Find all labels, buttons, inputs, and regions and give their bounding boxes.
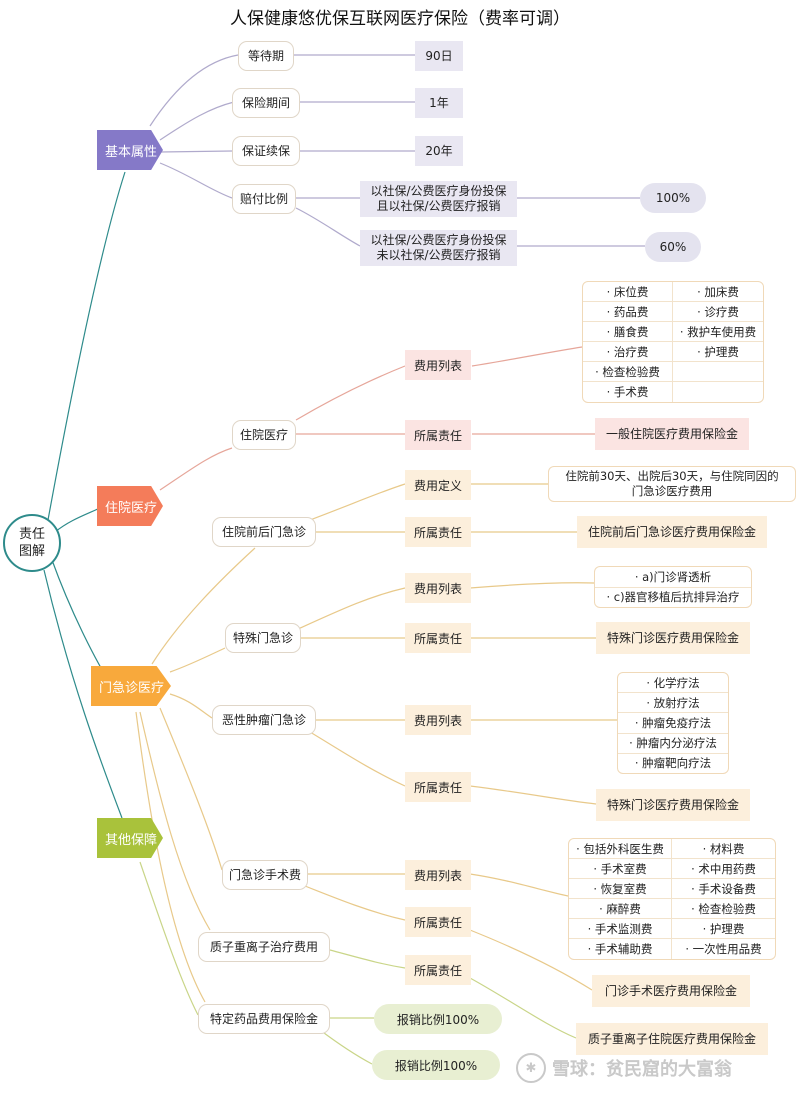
special-duty-label: 所属责任 [405,623,471,653]
special-fee-label: 费用列表 [405,573,471,603]
basic-waiting-value: 90日 [415,41,463,71]
fee-item: · 治疗费 [583,342,673,362]
fee-item: · 膳食费 [583,322,673,342]
drug-node: 特定药品费用保险金 [198,1004,330,1034]
fee-item: · 肿瘤靶向疗法 [634,756,712,771]
category-outpatient: 门急诊医疗 [91,666,171,706]
fee-item: · c)器官移植后抗排异治疗 [606,590,740,605]
special-node: 特殊门急诊 [225,623,301,653]
basic-period-value: 1年 [415,88,463,118]
fee-item: · a)门诊肾透析 [595,567,751,588]
payout-case-1-ratio: 100% [640,183,706,213]
prepost-duty-label: 所属责任 [405,517,471,547]
fee-item: · 一次性用品费 [685,942,762,956]
watermark: ✱ 雪球：贫民窟的大富翁 [516,1053,732,1083]
surgery-duty: 门诊手术医疗费用保险金 [592,975,750,1007]
basic-renewal-node: 保证续保 [232,136,300,166]
payout-case-2-ratio: 60% [645,232,701,262]
fee-item: · 材料费 [672,839,775,859]
proton-duty: 质子重离子住院医疗费用保险金 [576,1023,768,1055]
page-title: 人保健康悠优保互联网医疗保险（费率可调） [230,9,570,29]
prepost-def: 住院前30天、出院后30天，与住院同因的 门急诊医疗费用 [548,466,796,502]
basic-period-node: 保险期间 [232,88,300,118]
proton-node: 质子重离子治疗费用 [198,932,330,962]
category-outpatient-label: 门急诊医疗 [99,680,165,696]
prepost-def-label: 费用定义 [405,470,471,500]
fee-item: · 检查检验费 [583,362,673,382]
fee-item [673,362,763,382]
surgery-node: 门急诊手术费 [222,860,308,890]
basic-renewal-value: 20年 [415,136,463,166]
inpatient-duty-label: 所属责任 [405,420,471,450]
tumor-duty: 特殊门诊医疗费用保险金 [596,789,750,821]
fee-item: · 肿瘤免疫疗法 [618,713,728,734]
root-node: 责任 图解 [3,514,61,572]
proton-duty-label: 所属责任 [405,955,471,985]
surgery-fee-label: 费用列表 [405,860,471,890]
fee-item: · 麻醉费 [569,899,672,919]
tumor-fee-label: 费用列表 [405,705,471,735]
tumor-node: 恶性肿瘤门急诊 [212,705,316,735]
fee-item: · 肿瘤内分泌疗法 [618,734,728,754]
surgery-duty-label: 所属责任 [405,907,471,937]
fee-item [673,382,763,402]
fee-item: · 手术监测费 [569,919,672,939]
root-label: 责任 图解 [18,527,45,559]
tumor-fee-list: · 化学疗法· 放射疗法· 肿瘤免疫疗法· 肿瘤内分泌疗法 · 肿瘤靶向疗法 [617,672,729,774]
fee-item: · 护理费 [672,919,775,939]
fee-item: · 床位费 [583,282,673,302]
surgery-fee-list: · 包括外科医生费· 材料费· 手术室费· 术中用药费· 恢复室费· 手术设备费… [568,838,776,960]
fee-item: · 诊疗费 [673,302,763,322]
basic-waiting-node: 等待期 [238,41,294,71]
fee-item: · 手术费 [583,382,673,402]
fee-item: · 加床费 [673,282,763,302]
fee-item: · 放射疗法 [618,693,728,714]
drug-ratio-1: 报销比例100% [374,1004,502,1034]
fee-item: · 救护车使用费 [673,322,763,342]
inpatient-duty: 一般住院医疗费用保险金 [595,418,749,450]
drug-ratio-2: 报销比例100% [372,1050,500,1080]
basic-payout-node: 赔付比例 [232,184,296,214]
prepost-node: 住院前后门急诊 [212,517,316,547]
inpatient-fee-label: 费用列表 [405,350,471,380]
fee-item: · 术中用药费 [672,859,775,879]
inpatient-node: 住院医疗 [232,420,296,450]
fee-item: · 手术设备费 [672,879,775,899]
fee-item: · 药品费 [583,302,673,322]
inpatient-fee-list: · 床位费· 加床费· 药品费· 诊疗费· 膳食费· 救护车使用费· 治疗费· … [582,281,764,403]
category-basic: 基本属性 [97,130,163,170]
special-fee-list: · a)门诊肾透析 · c)器官移植后抗排异治疗 [594,566,752,608]
watermark-text: 雪球：贫民窟的大富翁 [552,1059,732,1080]
category-other: 其他保障 [97,818,163,858]
payout-case-2-cond: 以社保/公费医疗身份投保 未以社保/公费医疗报销 [360,230,517,266]
category-other-label: 其他保障 [105,832,158,848]
snowball-logo-icon: ✱ [516,1053,546,1083]
fee-item: · 检查检验费 [672,899,775,919]
tumor-duty-label: 所属责任 [405,772,471,802]
fee-item: · 恢复室费 [569,879,672,899]
category-inpatient: 住院医疗 [97,486,163,526]
category-inpatient-label: 住院医疗 [105,500,158,516]
special-duty: 特殊门诊医疗费用保险金 [596,622,750,654]
fee-item: · 手术室费 [569,859,672,879]
prepost-duty: 住院前后门急诊医疗费用保险金 [577,516,767,548]
fee-item: · 包括外科医生费 [569,839,672,859]
fee-item: · 护理费 [673,342,763,362]
payout-case-1-cond: 以社保/公费医疗身份投保 且以社保/公费医疗报销 [360,181,517,217]
fee-item: · 手术辅助费 [569,939,672,959]
category-basic-label: 基本属性 [105,144,158,160]
fee-item: · 化学疗法 [618,673,728,694]
